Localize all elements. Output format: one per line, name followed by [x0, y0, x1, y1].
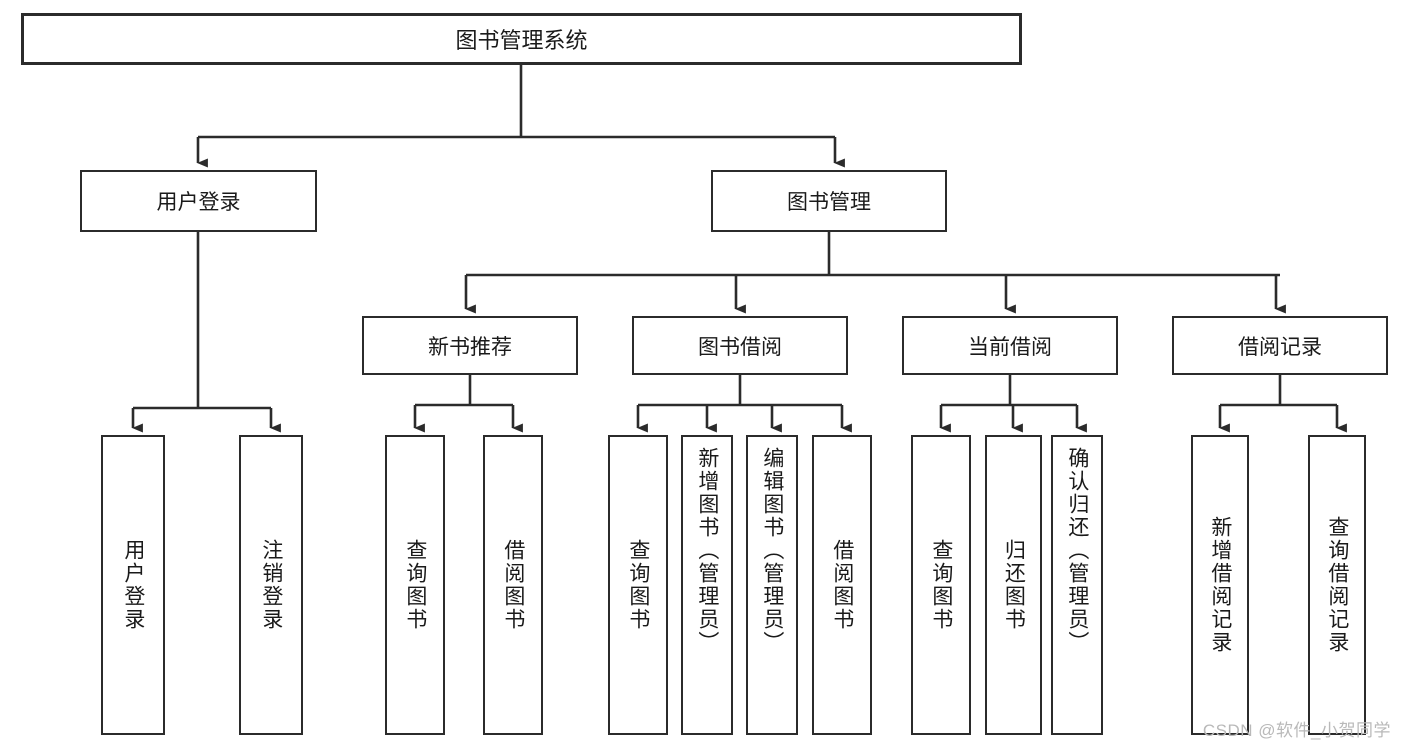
leaf-node[interactable]: 查询借阅记录 [1308, 435, 1366, 735]
node-current-borrow[interactable]: 当前借阅 [902, 316, 1118, 375]
node-current-borrow-label: 当前借阅 [968, 335, 1052, 359]
leaf-node-label: 查询图书 [929, 539, 953, 631]
leaf-node-label: 查询图书 [626, 539, 650, 631]
node-borrow-record[interactable]: 借阅记录 [1172, 316, 1388, 375]
leaf-node-label: 编辑图书（管理员） [760, 447, 784, 654]
leaf-node[interactable]: 编辑图书（管理员） [746, 435, 798, 735]
leaf-node[interactable]: 注销登录 [239, 435, 303, 735]
leaf-node-label: 查询借阅记录 [1325, 516, 1349, 654]
node-borrow-record-label: 借阅记录 [1238, 335, 1322, 359]
node-book-borrow-label: 图书借阅 [698, 335, 782, 359]
node-user-login[interactable]: 用户登录 [80, 170, 317, 232]
leaf-node-label: 新增图书（管理员） [695, 447, 719, 654]
leaf-node[interactable]: 新增借阅记录 [1191, 435, 1249, 735]
leaf-node-label: 借阅图书 [830, 539, 854, 631]
leaf-node[interactable]: 查询图书 [385, 435, 445, 735]
leaf-node-label: 查询图书 [403, 539, 427, 631]
node-new-book-recommend-label: 新书推荐 [428, 335, 512, 359]
leaf-node[interactable]: 查询图书 [911, 435, 971, 735]
leaf-node-label: 新增借阅记录 [1208, 516, 1232, 654]
node-book-management-label: 图书管理 [787, 191, 871, 214]
node-root-system[interactable]: 图书管理系统 [21, 13, 1022, 65]
leaf-node[interactable]: 借阅图书 [812, 435, 872, 735]
leaf-node[interactable]: 查询图书 [608, 435, 668, 735]
node-user-login-label: 用户登录 [156, 191, 241, 214]
leaf-node[interactable]: 新增图书（管理员） [681, 435, 733, 735]
node-book-borrow[interactable]: 图书借阅 [632, 316, 848, 375]
leaf-node[interactable]: 归还图书 [985, 435, 1042, 735]
node-root-label: 图书管理系统 [455, 28, 588, 53]
leaf-node[interactable]: 借阅图书 [483, 435, 543, 735]
leaf-node[interactable]: 用户登录 [101, 435, 165, 735]
leaf-node-label: 确认归还（管理员） [1065, 447, 1089, 654]
leaf-node-label: 借阅图书 [501, 539, 525, 631]
node-new-book-recommend[interactable]: 新书推荐 [362, 316, 578, 375]
leaf-node-label: 归还图书 [1002, 539, 1026, 631]
node-book-management[interactable]: 图书管理 [711, 170, 947, 232]
leaf-node-label: 用户登录 [121, 539, 145, 631]
leaf-node-label: 注销登录 [259, 539, 283, 631]
leaf-node[interactable]: 确认归还（管理员） [1051, 435, 1103, 735]
